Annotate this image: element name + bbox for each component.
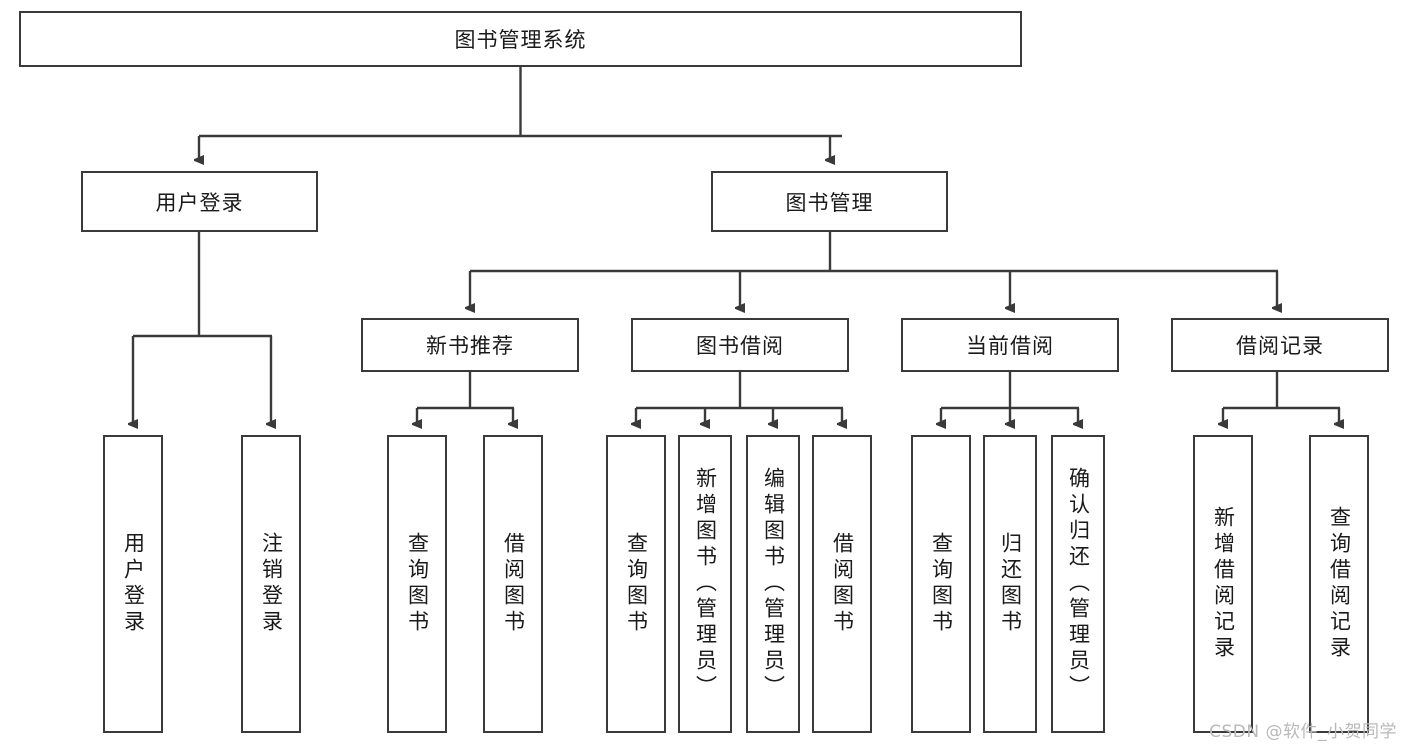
- node-book-management-label: 图书管理: [785, 190, 874, 215]
- leaf-edit-book[interactable]: 编辑图书（管理员）: [746, 435, 800, 733]
- node-root-label: 图书管理系统: [454, 28, 587, 52]
- node-book-borrow[interactable]: 图书借阅: [631, 318, 849, 372]
- node-new-book-recommend[interactable]: 新书推荐: [361, 318, 579, 372]
- leaf-add-book-label: 新增图书（管理员）: [693, 467, 718, 701]
- node-current-borrow-label: 当前借阅: [966, 334, 1054, 358]
- leaf-query-record[interactable]: 查询借阅记录: [1309, 435, 1369, 733]
- leaf-add-book[interactable]: 新增图书（管理员）: [678, 435, 732, 733]
- leaf-confirm-return[interactable]: 确认归还（管理员）: [1051, 435, 1105, 733]
- node-user-login[interactable]: 用户登录: [81, 171, 318, 232]
- leaf-query-book-1[interactable]: 查询图书: [387, 435, 447, 733]
- leaf-add-record[interactable]: 新增借阅记录: [1193, 435, 1253, 733]
- leaf-user-login[interactable]: 用户登录: [103, 435, 163, 733]
- node-root[interactable]: 图书管理系统: [19, 11, 1022, 67]
- leaf-borrow-book-2-label: 借阅图书: [830, 532, 855, 636]
- leaf-query-book-1-label: 查询图书: [405, 532, 430, 636]
- leaf-add-record-label: 新增借阅记录: [1211, 506, 1236, 662]
- node-current-borrow[interactable]: 当前借阅: [901, 318, 1119, 372]
- csdn-watermark: CSDN @软件_小贺同学: [1209, 722, 1397, 742]
- leaf-query-book-3[interactable]: 查询图书: [911, 435, 971, 733]
- leaf-edit-book-label: 编辑图书（管理员）: [761, 467, 786, 701]
- node-new-book-recommend-label: 新书推荐: [426, 334, 514, 358]
- leaf-query-record-label: 查询借阅记录: [1327, 506, 1352, 662]
- node-user-login-label: 用户登录: [155, 190, 244, 215]
- leaf-logout-login-label: 注销登录: [259, 532, 284, 636]
- leaf-return-book-label: 归还图书: [998, 532, 1023, 636]
- leaf-query-book-3-label: 查询图书: [929, 532, 954, 636]
- node-borrow-record[interactable]: 借阅记录: [1171, 318, 1389, 372]
- leaf-logout-login[interactable]: 注销登录: [241, 435, 301, 733]
- leaf-borrow-book-1-label: 借阅图书: [501, 532, 526, 636]
- leaf-borrow-book-1[interactable]: 借阅图书: [483, 435, 543, 733]
- node-book-borrow-label: 图书借阅: [696, 334, 784, 358]
- leaf-confirm-return-label: 确认归还（管理员）: [1066, 467, 1091, 701]
- leaf-borrow-book-2[interactable]: 借阅图书: [812, 435, 872, 733]
- leaf-return-book[interactable]: 归还图书: [983, 435, 1037, 733]
- leaf-user-login-label: 用户登录: [121, 532, 146, 636]
- leaf-query-book-2[interactable]: 查询图书: [606, 435, 666, 733]
- leaf-query-book-2-label: 查询图书: [624, 532, 649, 636]
- node-book-management[interactable]: 图书管理: [711, 171, 948, 232]
- node-borrow-record-label: 借阅记录: [1236, 334, 1324, 358]
